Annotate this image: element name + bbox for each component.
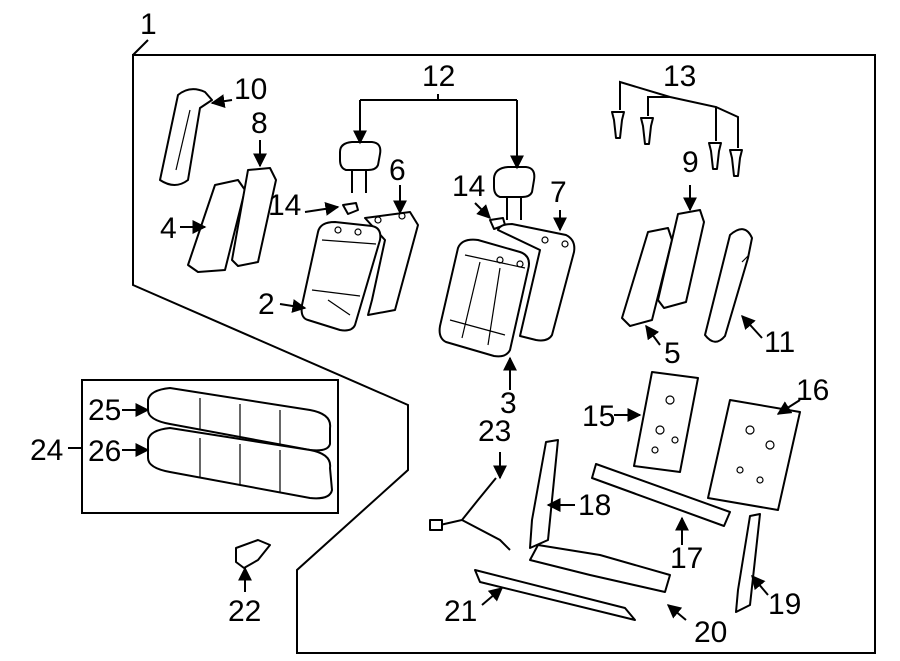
callout-3: 3 <box>500 387 517 420</box>
callout-21: 21 <box>444 595 477 628</box>
callout-13: 13 <box>663 60 696 93</box>
seatback-part-3 <box>438 238 530 358</box>
callout-7: 7 <box>550 176 567 209</box>
harness-part-23 <box>439 477 511 551</box>
callout-15: 15 <box>582 400 615 433</box>
bolts-part-13 <box>611 111 743 177</box>
side-trim-part-10 <box>159 88 213 186</box>
cushion-part-25 <box>147 387 332 452</box>
clip-part-22 <box>235 539 271 569</box>
callout-24: 24 <box>30 434 63 467</box>
callout-14a: 14 <box>268 189 301 222</box>
callout-2: 2 <box>258 288 275 321</box>
callout-8: 8 <box>251 107 268 140</box>
frame-part-21 <box>474 569 636 621</box>
assembly-frame <box>132 54 876 654</box>
leader-arrows <box>122 94 801 621</box>
side-trim-part-11 <box>704 228 753 343</box>
callout-14b: 14 <box>452 170 485 203</box>
harness-connector <box>429 519 443 531</box>
cushion-part-26 <box>147 427 333 500</box>
callout-labels: 1 10 8 4 12 13 6 14 14 7 9 2 5 11 3 15 1… <box>30 8 829 649</box>
bracket-part-19 <box>735 513 761 613</box>
callout-12: 12 <box>422 60 455 93</box>
seatback-frame-part-15 <box>633 371 699 473</box>
bolster-part-8 <box>231 167 277 267</box>
callout-4: 4 <box>160 212 177 245</box>
callout-25: 25 <box>88 394 121 427</box>
bolster-part-5 <box>621 227 673 327</box>
assembly-leader <box>132 39 149 56</box>
callout-16: 16 <box>796 374 829 407</box>
callout-20: 20 <box>694 616 727 649</box>
bracket-part-18 <box>529 439 559 549</box>
callout-11: 11 <box>764 326 795 359</box>
bolster-part-4 <box>187 179 246 273</box>
callout-23: 23 <box>478 415 511 448</box>
bracket-part-17 <box>591 463 731 527</box>
headrest-left <box>339 141 382 193</box>
callout-26: 26 <box>88 435 121 468</box>
callout-6: 6 <box>389 154 406 187</box>
seatback-frame-part-16 <box>707 399 801 511</box>
callout-19: 19 <box>768 588 801 621</box>
headrest-right <box>493 166 536 220</box>
callout-1: 1 <box>140 8 157 41</box>
headrest-guide-left <box>342 202 359 215</box>
bolster-part-9 <box>657 209 705 309</box>
seatback-part-2 <box>300 221 382 332</box>
callout-10: 10 <box>234 73 267 106</box>
bolt-bracket <box>619 80 739 148</box>
frame-part-20 <box>529 544 671 593</box>
callout-17: 17 <box>670 542 703 575</box>
seatback-panel-part-7 <box>497 223 576 342</box>
callout-22: 22 <box>228 595 261 628</box>
cushion-box <box>81 379 339 514</box>
callout-9: 9 <box>682 146 699 179</box>
callout-5: 5 <box>664 337 681 370</box>
callout-18: 18 <box>578 489 611 522</box>
